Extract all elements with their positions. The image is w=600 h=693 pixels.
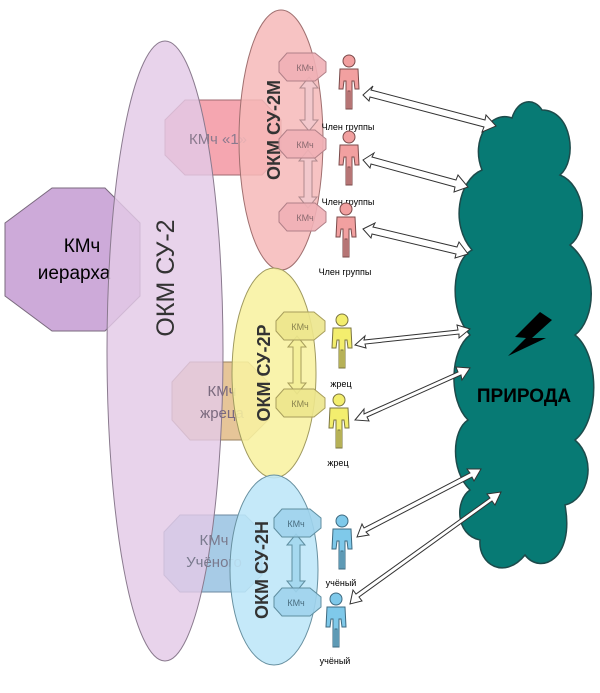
- hierarchy-octagon-line2: иерарха: [38, 263, 111, 284]
- arrow-group-3: [362, 221, 469, 259]
- person-icon: [325, 592, 347, 648]
- small-km-label: КМч: [296, 140, 314, 150]
- small-km-label: КМч: [296, 213, 314, 223]
- arrows-layer: [349, 85, 502, 605]
- arrow-group-1: [362, 85, 497, 133]
- small-km-r1: КМч: [275, 311, 326, 341]
- person-group-3-label: Член группы: [319, 267, 372, 277]
- nature-cloud: ПРИРОДА: [453, 101, 595, 569]
- hierarchy-octagon-line1: КМч: [64, 236, 101, 257]
- km-scientist-octagon-line2: Учёного: [186, 554, 242, 571]
- person-scientist-2-label: учёный: [320, 656, 351, 666]
- sub-ellipse-r-label: ОКМ СУ-2Р: [254, 325, 274, 422]
- small-km-label: КМч: [291, 322, 309, 332]
- person-priest-2: [328, 393, 350, 449]
- small-km-m1: КМч: [278, 52, 327, 82]
- person-icon: [338, 130, 360, 186]
- person-priest-1: [331, 313, 353, 369]
- small-km-label: КМч: [287, 598, 305, 608]
- big-ellipse-okm-su2: ОКМ СУ-2: [106, 40, 224, 662]
- lightning-icon: [508, 312, 552, 356]
- km-group-octagon-label: КМч «1»: [189, 131, 247, 148]
- person-scientist-1-label: учёный: [326, 578, 357, 588]
- small-km-label: КМч: [291, 399, 309, 409]
- person-icon: [338, 54, 360, 110]
- big-ellipse-label: ОКМ СУ-2: [152, 219, 180, 336]
- km-priest-octagon-line1: КМч: [208, 383, 237, 400]
- person-icon: [335, 202, 357, 258]
- small-km-m3: КМч: [278, 202, 327, 232]
- person-scientist-1: [331, 514, 353, 570]
- sub-ellipse-okm-su2n: ОКМ СУ-2Н: [229, 474, 319, 666]
- small-km-n2: КМч: [273, 587, 322, 617]
- sub-ellipse-n-label: ОКМ СУ-2Н: [252, 521, 272, 619]
- arrow-priest-1: [353, 324, 472, 349]
- small-km-label: КМч: [296, 63, 314, 73]
- person-group-2: [338, 130, 360, 186]
- person-group-3: [335, 202, 357, 258]
- arrow-scientist-2: [349, 491, 502, 605]
- small-km-n1: КМч: [273, 508, 322, 538]
- arrow-scientist-1: [356, 468, 482, 538]
- hierarchy-octagon: КМч иерарха: [4, 187, 141, 332]
- person-priest-1-label: жрец: [330, 379, 351, 389]
- small-km-octagons: КМч КМч КМч КМч КМч КМч КМч: [273, 52, 327, 617]
- person-group-1-label: Член группы: [322, 122, 375, 132]
- person-group-1: [338, 54, 360, 110]
- km-scientist-octagon-line1: КМч: [200, 532, 229, 549]
- person-priest-2-label: жрец: [327, 458, 348, 468]
- km-priest-octagon-line2: жреца: [200, 405, 244, 422]
- person-group-2-label: Член группы: [322, 197, 375, 207]
- person-icon: [331, 313, 353, 369]
- person-icon: [331, 514, 353, 570]
- small-km-label: КМч: [287, 519, 305, 529]
- arrow-priest-2: [354, 366, 471, 422]
- sub-ellipse-okm-su2r: ОКМ СУ-2Р: [231, 267, 317, 479]
- small-km-m2: КМч: [278, 129, 327, 159]
- person-scientist-2: [325, 592, 347, 648]
- sub-ellipse-m-label: ОКМ СУ-2М: [264, 80, 284, 180]
- arrow-group-2: [362, 151, 469, 193]
- person-icon: [328, 393, 350, 449]
- cloud-label: ПРИРОДА: [477, 386, 571, 407]
- small-km-r2: КМч: [275, 388, 326, 418]
